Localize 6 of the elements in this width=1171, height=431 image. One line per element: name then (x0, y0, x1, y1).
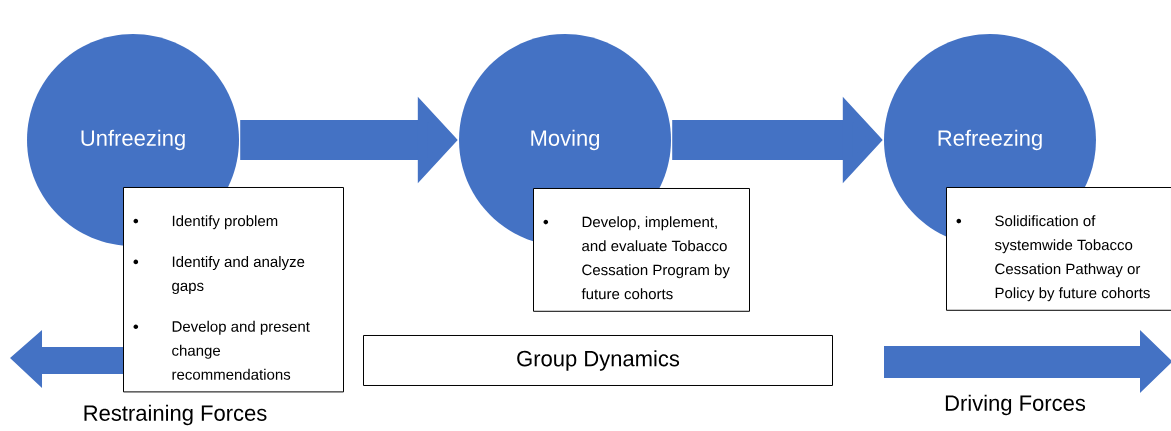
bullet-box: Identify problem Identify and analyze gaps Develop and present change recommendations (123, 187, 344, 393)
bullet-box: Develop, implement, and evaluate Tobacco Cessation Program by future cohorts (533, 188, 750, 312)
force-label: Driving Forces (945, 394, 1086, 416)
bullet-box: Solidification of systemwide Tobacco Cessation Pathway or Policy by future cohorts (946, 187, 1171, 311)
label-box: Group Dynamics (363, 335, 833, 386)
force-label: Restraining Forces (84, 404, 267, 426)
